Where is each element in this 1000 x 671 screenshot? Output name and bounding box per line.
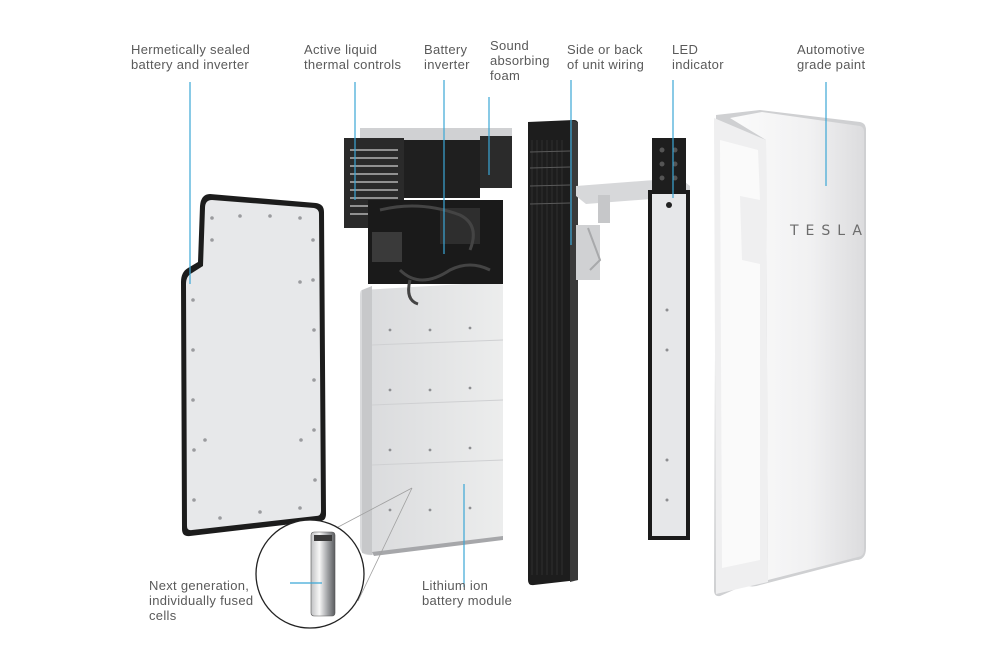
brand-wordmark: TESLA: [789, 223, 869, 239]
sealed-side-panel: [181, 194, 326, 537]
sound-foam-panel: [528, 120, 578, 586]
inverter-thermal-assembly: [344, 128, 512, 306]
label-battery-inverter: Battery inverter: [424, 42, 470, 72]
callout-lines: [189, 80, 827, 587]
label-thermal-controls: Active liquid thermal controls: [304, 42, 402, 72]
battery-module: [360, 282, 504, 556]
front-cover: TESLA: [714, 110, 869, 597]
label-fused-cells: Next generation, individually fused cell…: [149, 578, 254, 623]
led-side-panel: [648, 138, 690, 540]
label-battery-module: Lithium ion battery module: [422, 578, 513, 608]
label-sound-foam: Sound absorbing foam: [490, 38, 550, 83]
label-sealed-battery-inverter: Hermetically sealed battery and inverter: [131, 42, 251, 72]
label-led-indicator: LED indicator: [672, 42, 724, 72]
cell-detail-inset: [255, 487, 413, 629]
label-automotive-paint: Automotive grade paint: [797, 42, 866, 72]
label-unit-wiring: Side or back of unit wiring: [567, 42, 645, 72]
